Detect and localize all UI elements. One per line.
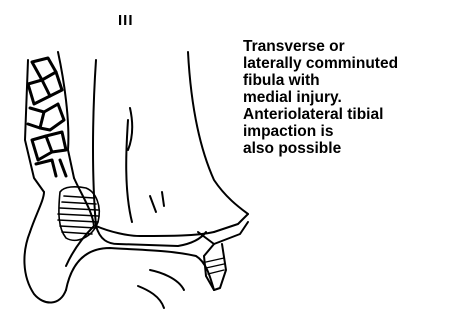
tibial-plafond bbox=[96, 214, 248, 256]
caption-line: also possible bbox=[243, 140, 468, 157]
caption-line: Transverse or bbox=[243, 38, 468, 55]
fibula-shaft bbox=[25, 52, 74, 192]
talus bbox=[66, 248, 214, 308]
caption-line: laterally comminuted bbox=[243, 55, 468, 72]
tibia-shaft bbox=[93, 52, 248, 226]
caption-line: impaction is bbox=[243, 123, 468, 140]
comminuted-fragments bbox=[28, 58, 66, 176]
classification-label: III bbox=[118, 12, 134, 29]
caption-line: Anteriolateral tibial bbox=[243, 106, 468, 123]
caption-line: medial injury. bbox=[243, 89, 468, 106]
caption-line: fibula with bbox=[243, 72, 468, 89]
caption-text: Transverse or laterally comminuted fibul… bbox=[243, 38, 468, 157]
